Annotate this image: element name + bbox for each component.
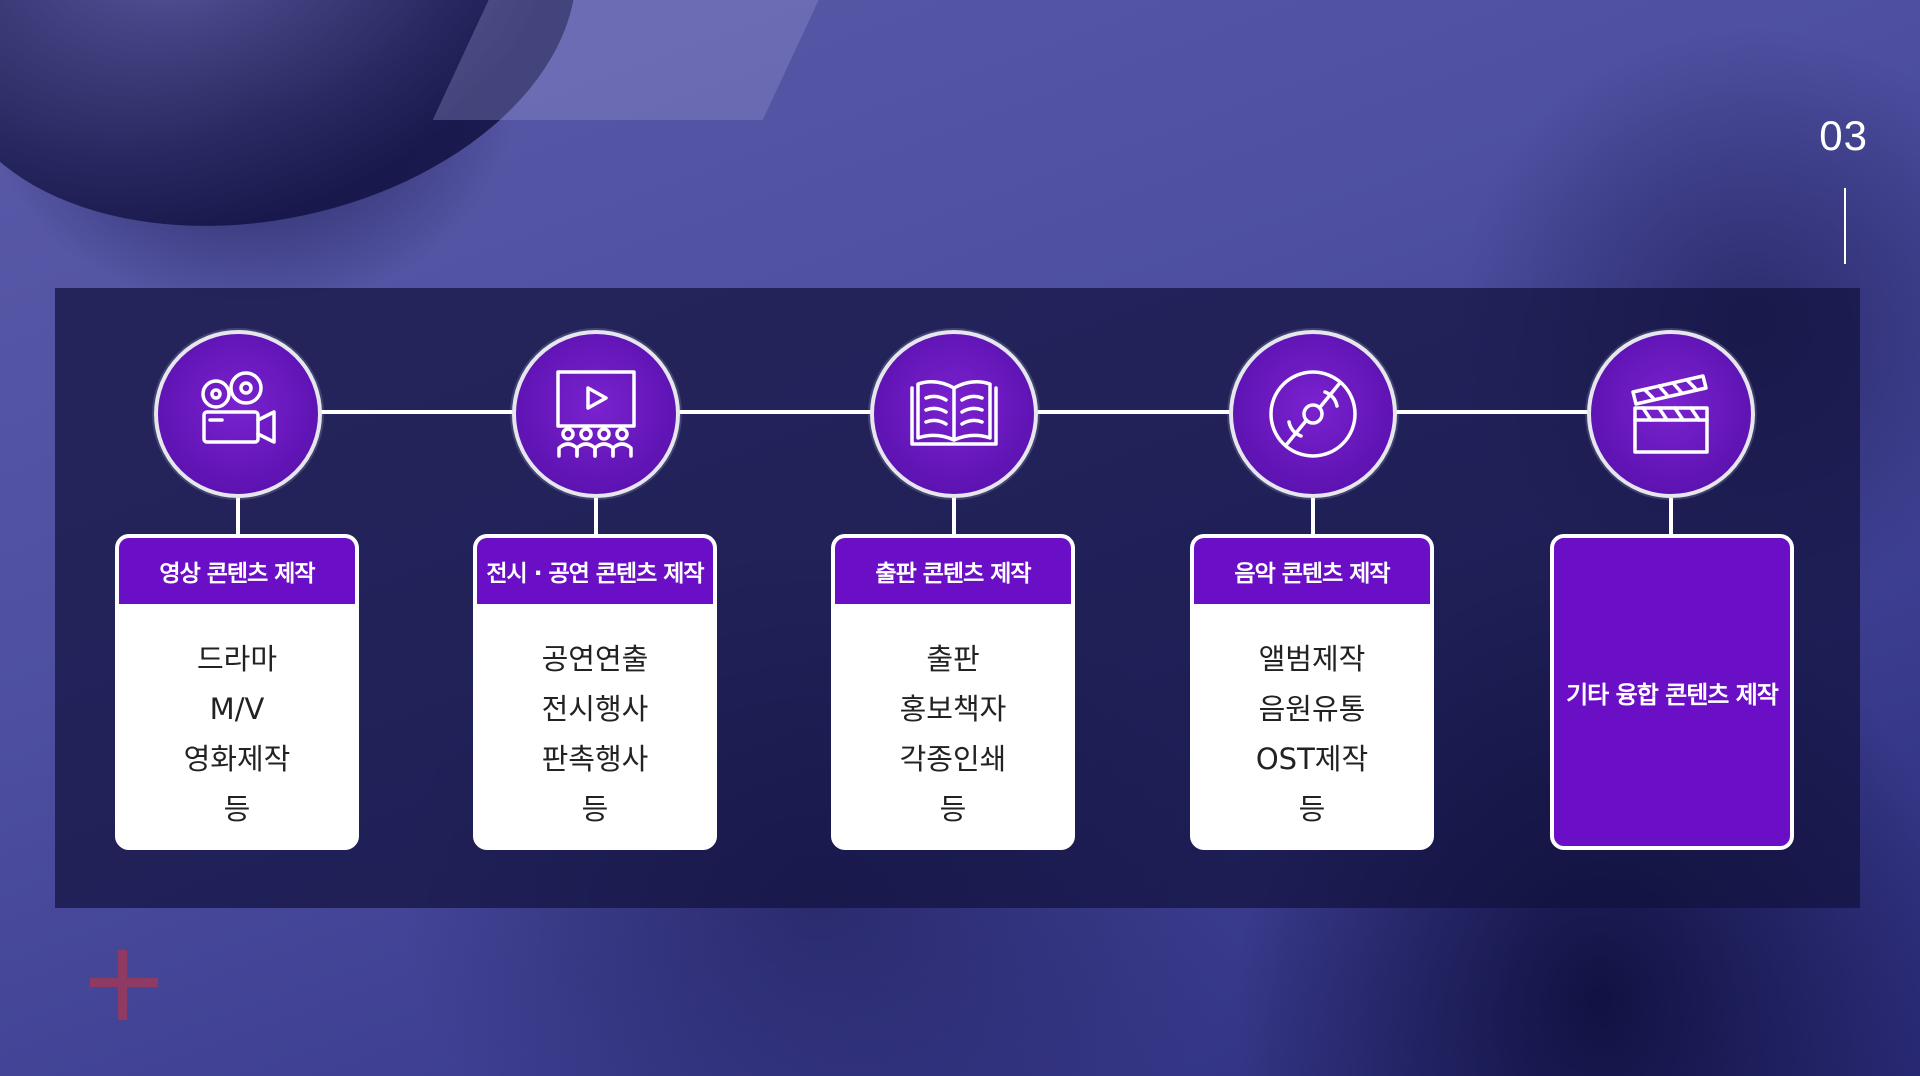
page-number: 03 — [1819, 112, 1868, 159]
connector-vertical — [952, 498, 956, 534]
service-card-list: 출판 홍보책자 각종인쇄 등 — [835, 604, 1071, 834]
service-list-item: 공연연출 — [541, 642, 649, 676]
open-book-icon — [910, 380, 998, 446]
service-card: 음악 콘텐츠 제작 앨범제작 음원유통 OST제작 등 — [1190, 534, 1434, 850]
service-card-list: 드라마 M/V 영화제작 등 — [119, 604, 355, 834]
service-card-list: 공연연출 전시행사 판촉행사 등 — [477, 604, 713, 834]
compact-disc-icon — [1269, 370, 1357, 458]
service-card-title: 영상 콘텐츠 제작 — [119, 538, 355, 604]
service-list-item: 음원유통 — [1258, 692, 1366, 726]
service-list-item: 판촉행사 — [541, 742, 649, 776]
service-card-list: 앨범제작 음원유통 OST제작 등 — [1194, 604, 1430, 834]
service-list-item: 등 — [1298, 792, 1326, 826]
floor-mark-horizontal — [90, 978, 158, 987]
connector-vertical — [594, 498, 598, 534]
service-list-item: 등 — [581, 792, 609, 826]
clapperboard-icon — [1631, 374, 1709, 454]
service-card: 출판 콘텐츠 제작 출판 홍보책자 각종인쇄 등 — [831, 534, 1075, 850]
service-list-item: 출판 — [926, 642, 980, 676]
service-list-item: 각종인쇄 — [899, 742, 1007, 776]
service-icon-circle — [154, 330, 322, 498]
service-list-item: 등 — [223, 792, 251, 826]
service-list-item: 앨범제작 — [1258, 642, 1366, 676]
page-number-divider — [1844, 188, 1846, 264]
service-icon-circle — [870, 330, 1038, 498]
service-list-item: 등 — [939, 792, 967, 826]
service-card-title: 음악 콘텐츠 제작 — [1194, 538, 1430, 604]
service-card-title: 기타 융합 콘텐츠 제작 — [1566, 680, 1779, 709]
service-card: 전시 · 공연 콘텐츠 제작 공연연출 전시행사 판촉행사 등 — [473, 534, 717, 850]
connector-vertical — [1669, 498, 1673, 534]
service-card-title: 출판 콘텐츠 제작 — [835, 538, 1071, 604]
service-list-item: 홍보책자 — [899, 692, 1007, 726]
service-card-highlight: 기타 융합 콘텐츠 제작 — [1550, 534, 1794, 850]
service-list-item: 드라마 — [196, 642, 278, 676]
movie-camera-icon — [201, 371, 276, 444]
service-card: 영상 콘텐츠 제작 드라마 M/V 영화제작 등 — [115, 534, 359, 850]
connector-vertical — [1311, 498, 1315, 534]
connector-vertical — [236, 498, 240, 534]
service-list-item: OST제작 — [1255, 742, 1369, 776]
service-card-title: 전시 · 공연 콘텐츠 제작 — [477, 538, 713, 604]
service-icon-circle — [1229, 330, 1397, 498]
service-list-item: M/V — [209, 692, 265, 726]
service-list-item: 영화제작 — [183, 742, 291, 776]
service-icon-circle — [1587, 330, 1755, 498]
service-list-item: 전시행사 — [541, 692, 649, 726]
service-icon-circle — [512, 330, 680, 498]
presentation-screen-audience-icon — [556, 370, 636, 458]
